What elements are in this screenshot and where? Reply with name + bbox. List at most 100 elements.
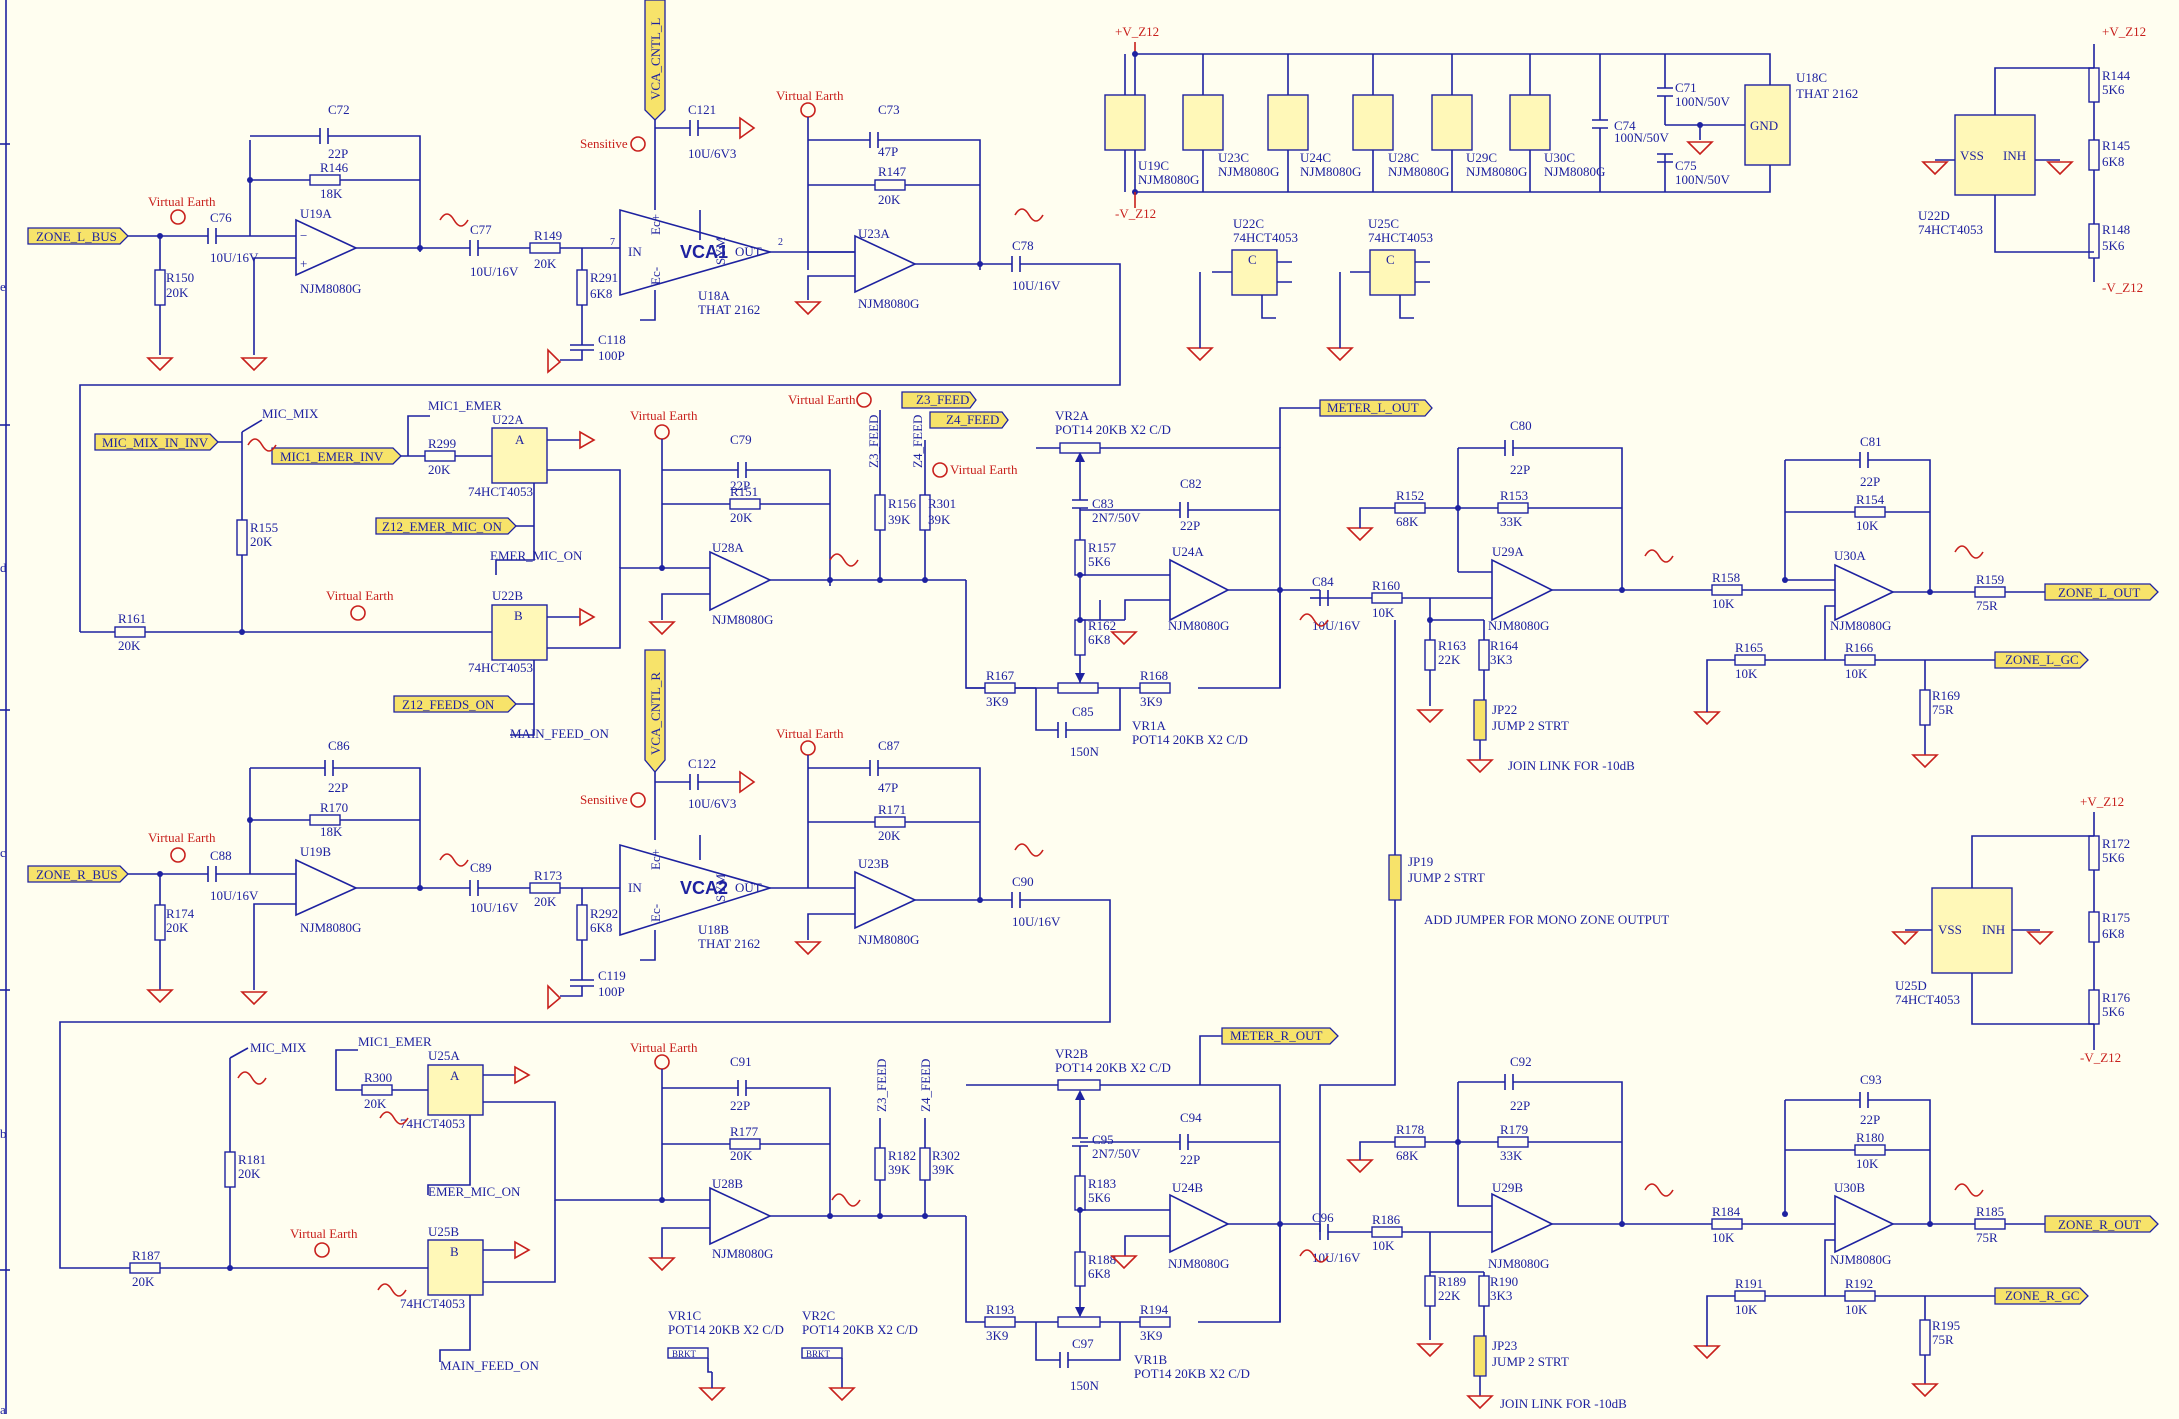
svg-text:22P: 22P xyxy=(1510,1098,1530,1113)
svg-text:20K: 20K xyxy=(878,828,901,843)
svg-text:C83: C83 xyxy=(1092,496,1114,511)
svg-text:Ec-: Ec- xyxy=(648,904,663,922)
svg-text:C95: C95 xyxy=(1092,1132,1114,1147)
svg-text:10K: 10K xyxy=(1856,1156,1879,1171)
svg-text:THAT 2162: THAT 2162 xyxy=(698,936,760,951)
r159 xyxy=(1974,586,2006,598)
r173 xyxy=(529,882,561,894)
svg-text:NJM8080G: NJM8080G xyxy=(1388,164,1449,179)
svg-text:22K: 22K xyxy=(1438,1288,1461,1303)
svg-text:JUMP 2 STRT: JUMP 2 STRT xyxy=(1492,1354,1569,1369)
svg-text:R182: R182 xyxy=(888,1148,916,1163)
svg-text:C77: C77 xyxy=(470,222,492,237)
svg-text:MIC_MIX: MIC_MIX xyxy=(250,1040,307,1055)
svg-text:MAIN_FEED_ON: MAIN_FEED_ON xyxy=(510,726,610,741)
svg-text:MAIN_FEED_ON: MAIN_FEED_ON xyxy=(440,1358,540,1373)
u29b-opamp xyxy=(1491,1192,1554,1254)
svg-text:10K: 10K xyxy=(1856,518,1879,533)
border-letter-a: a xyxy=(0,1402,6,1414)
svg-text:7: 7 xyxy=(610,237,615,248)
svg-text:3K9: 3K9 xyxy=(1140,694,1162,709)
svg-text:NJM8080G: NJM8080G xyxy=(1830,1252,1891,1267)
svg-text:C96: C96 xyxy=(1312,1210,1334,1225)
mic-mix-in-inv-port xyxy=(94,433,219,451)
svg-text:NJM8080G: NJM8080G xyxy=(1300,164,1361,179)
r191 xyxy=(1734,1290,1766,1302)
svg-text:R155: R155 xyxy=(250,520,278,535)
r145 xyxy=(2088,139,2100,171)
u28a-opamp xyxy=(709,550,772,612)
power-unit-3 xyxy=(1267,94,1309,151)
svg-text:75R: 75R xyxy=(1976,1230,1998,1245)
u24b-opamp xyxy=(1169,1193,1230,1254)
svg-text:C71: C71 xyxy=(1675,80,1697,95)
svg-text:22P: 22P xyxy=(328,780,348,795)
svg-text:R291: R291 xyxy=(590,270,618,285)
svg-text:6K8: 6K8 xyxy=(2102,154,2124,169)
svg-text:NJM8080G: NJM8080G xyxy=(1168,618,1229,633)
svg-text:NJM8080G: NJM8080G xyxy=(1488,1256,1549,1271)
svg-text:Virtual Earth: Virtual Earth xyxy=(788,392,856,407)
svg-text:U29A: U29A xyxy=(1492,544,1524,559)
svg-text:+V_Z12: +V_Z12 xyxy=(2080,794,2124,809)
svg-text:ZONE_L_OUT: ZONE_L_OUT xyxy=(2058,585,2140,600)
svg-text:74HCT4053: 74HCT4053 xyxy=(400,1116,465,1131)
svg-text:R299: R299 xyxy=(428,436,456,451)
svg-text:VCA2: VCA2 xyxy=(680,878,728,898)
svg-text:R189: R189 xyxy=(1438,1274,1466,1289)
z3-feed-port xyxy=(901,391,977,409)
svg-text:C93: C93 xyxy=(1860,1072,1882,1087)
zone-r-bus-port xyxy=(27,865,129,883)
svg-text:NJM8080G: NJM8080G xyxy=(712,612,773,627)
svg-text:C118: C118 xyxy=(598,332,626,347)
svg-text:C74: C74 xyxy=(1614,118,1636,133)
svg-text:75R: 75R xyxy=(1976,598,1998,613)
svg-text:U23C: U23C xyxy=(1218,150,1249,165)
power-unit-4 xyxy=(1352,94,1394,151)
svg-text:10K: 10K xyxy=(1845,1302,1868,1317)
svg-text:R193: R193 xyxy=(986,1302,1014,1317)
svg-text:22P: 22P xyxy=(730,1098,750,1113)
svg-text:150N: 150N xyxy=(1070,1378,1100,1393)
svg-text:10U/6V3: 10U/6V3 xyxy=(688,146,736,161)
svg-text:33K: 33K xyxy=(1500,1148,1523,1163)
svg-text:R171: R171 xyxy=(878,802,906,817)
svg-text:74HCT4053: 74HCT4053 xyxy=(468,660,533,675)
zone-l-gc-port xyxy=(1994,651,2089,669)
svg-text:6K8: 6K8 xyxy=(590,286,612,301)
svg-text:R174: R174 xyxy=(166,906,195,921)
r153 xyxy=(1497,502,1529,514)
svg-text:Virtual Earth: Virtual Earth xyxy=(148,194,216,209)
u22a-mux xyxy=(491,427,548,484)
svg-text:18K: 18K xyxy=(320,186,343,201)
svg-text:10U/16V: 10U/16V xyxy=(1012,914,1061,929)
r185 xyxy=(1974,1218,2006,1230)
svg-text:74HCT4053: 74HCT4053 xyxy=(468,484,533,499)
svg-text:10K: 10K xyxy=(1372,605,1395,620)
svg-text:Sensitive: Sensitive xyxy=(580,136,628,151)
svg-text:R160: R160 xyxy=(1372,578,1400,593)
svg-text:IN: IN xyxy=(628,244,642,259)
svg-text:R165: R165 xyxy=(1735,640,1763,655)
svg-text:3K9: 3K9 xyxy=(986,694,1008,709)
svg-text:5K6: 5K6 xyxy=(2102,82,2125,97)
svg-text:R190: R190 xyxy=(1490,1274,1518,1289)
u18c-vca-power xyxy=(1744,84,1791,166)
r168 xyxy=(1139,682,1171,694)
svg-text:NJM8080G: NJM8080G xyxy=(712,1246,773,1261)
r175 xyxy=(2088,911,2100,943)
svg-text:NJM8080G: NJM8080G xyxy=(1466,164,1527,179)
r163 xyxy=(1424,639,1436,671)
svg-text:NJM8080G: NJM8080G xyxy=(1544,164,1605,179)
svg-text:INH: INH xyxy=(1982,922,2005,937)
svg-text:U25B: U25B xyxy=(428,1224,459,1239)
svg-text:Ec+: Ec+ xyxy=(648,214,663,235)
svg-text:VR2B: VR2B xyxy=(1055,1046,1089,1061)
svg-text:C: C xyxy=(1386,252,1395,267)
svg-text:R177: R177 xyxy=(730,1124,759,1139)
